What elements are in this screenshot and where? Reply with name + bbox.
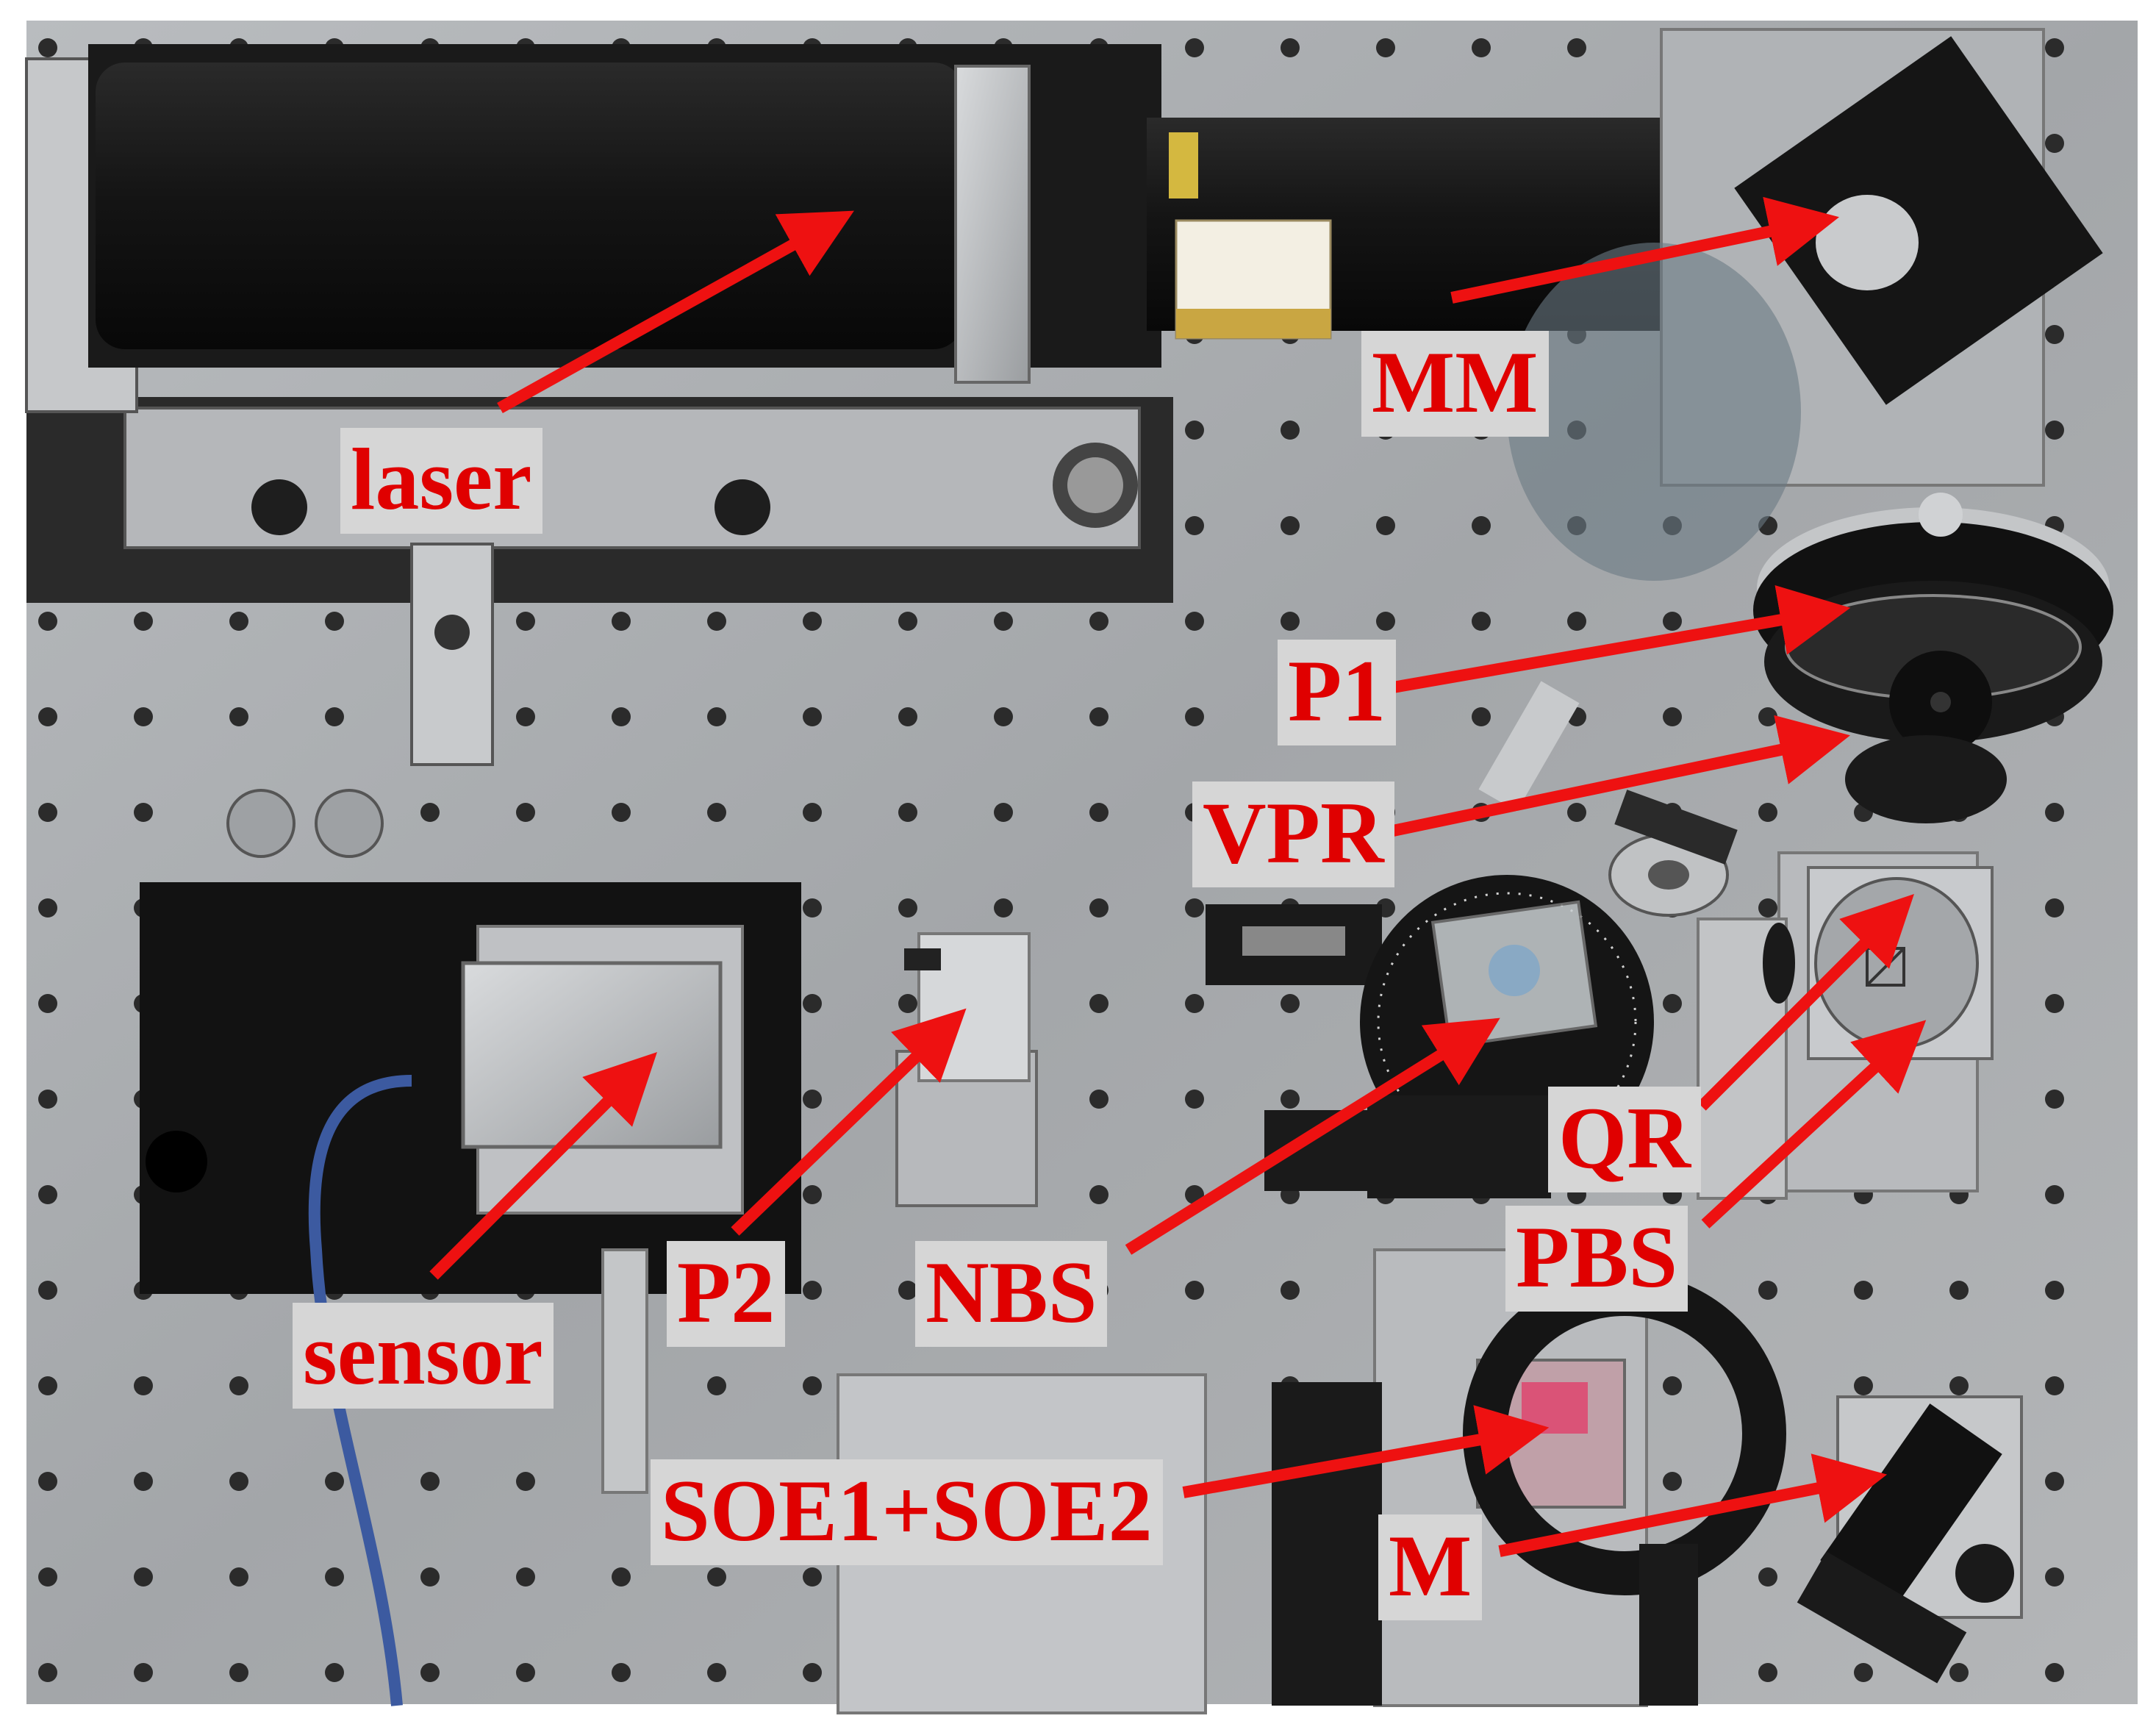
arrow-pbs bbox=[1701, 1020, 1927, 1228]
label-laser: laser bbox=[340, 428, 542, 534]
arrow-qr bbox=[1697, 894, 1914, 1111]
polarizer-p2-holder bbox=[895, 932, 1038, 1207]
arrow-mm bbox=[1450, 196, 1839, 304]
label-soe: SOE1+SOE2 bbox=[651, 1459, 1163, 1565]
sensor-stage bbox=[140, 789, 801, 1706]
vpr-post bbox=[1478, 681, 1738, 917]
label-p1: P1 bbox=[1278, 640, 1397, 745]
arrow-laser bbox=[497, 210, 854, 413]
label-vpr: VPR bbox=[1192, 781, 1394, 887]
label-nbs: NBS bbox=[915, 1241, 1108, 1347]
label-p2: P2 bbox=[667, 1241, 786, 1347]
laser-rail bbox=[25, 51, 1173, 766]
arrow-nbs bbox=[1125, 1017, 1500, 1255]
label-sensor: sensor bbox=[293, 1303, 554, 1409]
mirror-mount-mm bbox=[1507, 28, 2103, 581]
annotation-arrows bbox=[429, 196, 1927, 1557]
label-pbs: PBS bbox=[1505, 1206, 1688, 1312]
label-mm: MM bbox=[1361, 331, 1549, 437]
arrow-sensor bbox=[429, 1052, 657, 1280]
arrow-soe bbox=[1182, 1405, 1550, 1498]
arrow-p2 bbox=[731, 1008, 967, 1236]
arrow-vpr bbox=[1392, 715, 1850, 837]
arrow-p1 bbox=[1392, 584, 1851, 693]
label-m: M bbox=[1378, 1514, 1483, 1620]
arrow-m bbox=[1498, 1453, 1888, 1557]
label-qr: QR bbox=[1548, 1087, 1701, 1192]
